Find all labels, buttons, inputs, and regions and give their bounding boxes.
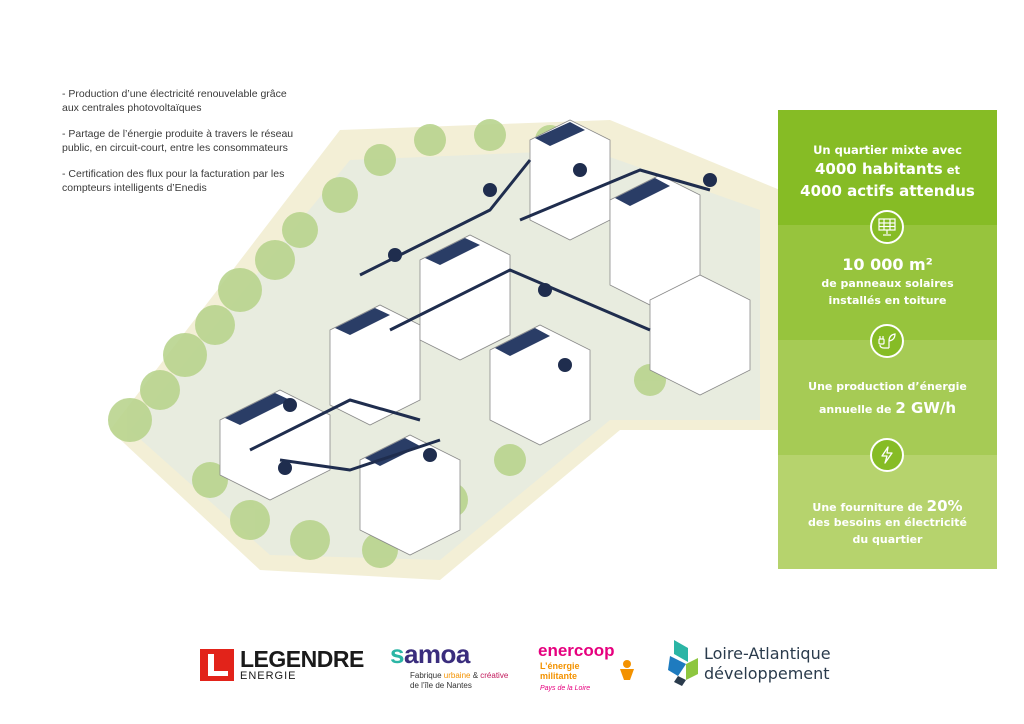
samoa-location: de l’île de Nantes	[410, 681, 472, 690]
legendre-energie-logo: LEGENDRE ENERGIE	[200, 646, 365, 686]
enercoop-region: Pays de la Loire	[540, 685, 591, 692]
stat-supply-prefix: Une fourniture de	[812, 501, 927, 514]
samoa-name: samoa	[390, 639, 470, 669]
loire-atlantique-logo: Loire-Atlantique développement	[668, 640, 838, 686]
stat-solar-line3: installés en toiture	[828, 294, 947, 307]
stat-block-population	[778, 110, 997, 225]
stat-habitants: 4000 habitants	[814, 160, 943, 178]
stat-population-line2: 4000 habitants et	[778, 160, 997, 178]
info-bullets: - Production d’une électricité renouvela…	[62, 88, 297, 208]
lightning-icon	[870, 438, 904, 472]
stat-solar-line2: de panneaux solaires	[821, 277, 954, 290]
loire-mark-icon	[668, 640, 698, 686]
district-illustration	[108, 119, 780, 580]
enercoop-logo: enercoop L’énergie militante Pays de la …	[538, 641, 648, 693]
stat-actifs: 4000 actifs attendus	[800, 182, 975, 200]
stat-annual-value: 2 GW/h	[895, 399, 957, 417]
stat-solar-area: 10 000 m²	[842, 255, 933, 274]
plug-leaf-icon	[870, 324, 904, 358]
bullet-production: - Production d’une électricité renouvela…	[62, 88, 287, 114]
enercoop-name: enercoop	[538, 641, 615, 660]
legendre-name: LEGENDRE	[240, 646, 364, 672]
stat-block-solar	[778, 225, 997, 340]
enercoop-figure-icon	[620, 660, 634, 680]
stat-supply-line1: Une fourniture de 20%	[778, 497, 997, 515]
loire-sub: développement	[704, 664, 830, 683]
enercoop-tagline2: militante	[540, 671, 578, 681]
bullet-certification: - Certification des flux pour la factura…	[62, 168, 285, 194]
legendre-mark-icon	[200, 649, 234, 681]
stat-supply-value: 20%	[926, 497, 963, 515]
stat-block-production	[778, 340, 997, 455]
stat-supply-line3: du quartier	[852, 533, 923, 546]
stat-production-line2: annuelle de 2 GW/h	[778, 399, 997, 417]
samoa-tagline: Fabrique urbaine & créative	[410, 671, 509, 680]
stat-population-line1: Un quartier mixte avec	[813, 143, 962, 157]
stat-supply-line2: des besoins en électricité	[808, 516, 967, 529]
stats-panel: Un quartier mixte avec 4000 habitants et…	[778, 110, 997, 569]
enercoop-tagline1: L’énergie	[540, 661, 580, 671]
stat-block-supply	[778, 455, 997, 569]
stat-production-line1: Une production d’énergie	[808, 380, 967, 393]
samoa-logo: samoa Fabrique urbaine & créative de l’î…	[390, 639, 520, 691]
loire-name: Loire-Atlantique	[704, 644, 831, 663]
stat-annual-prefix: annuelle de	[818, 403, 896, 416]
stat-and: et	[942, 163, 961, 177]
solar-panel-icon	[870, 210, 904, 244]
legendre-sub: ENERGIE	[240, 670, 297, 682]
bullet-partage: - Partage de l’énergie produite à traver…	[62, 128, 294, 154]
